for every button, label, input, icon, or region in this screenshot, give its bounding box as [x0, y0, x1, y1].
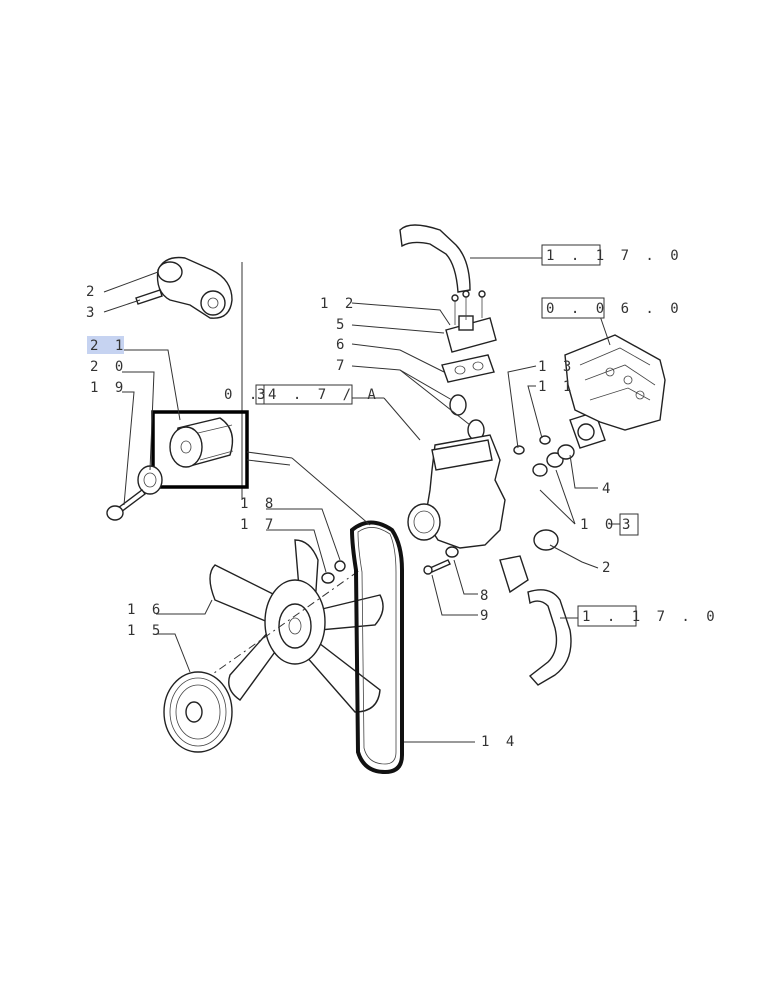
leader-ref-0347 [383, 397, 421, 441]
thermostat-7-part[interactable] [449, 394, 485, 441]
callout-12: 1 2 [320, 296, 357, 312]
callout-7: 7 [336, 358, 348, 374]
washer-17-part[interactable] [321, 572, 335, 584]
callout-16: 1 6 [127, 602, 164, 618]
leader-2b [549, 544, 599, 569]
leader-11 [527, 385, 543, 439]
leader-4 [569, 454, 598, 489]
flange-4-part[interactable] [569, 411, 606, 449]
bolt-part[interactable] [106, 489, 146, 521]
leader-8 [453, 559, 478, 595]
plug-13-part[interactable] [513, 445, 525, 455]
bolt-8-part[interactable] [445, 546, 459, 558]
gasket-6-part[interactable] [441, 354, 495, 383]
leader-18 [266, 508, 341, 561]
leader-10a [539, 489, 576, 525]
leader-12 [351, 302, 451, 326]
svg-text:3: 3 [257, 387, 269, 403]
callout-3: 3 [86, 305, 98, 321]
leader-15 [156, 633, 191, 673]
bolts-12-part[interactable] [451, 290, 486, 325]
selection-box [151, 410, 249, 489]
bolt-18-part[interactable] [334, 560, 346, 572]
svg-text:4 . 7 / A: 4 . 7 / A [268, 387, 380, 403]
fitting-11-part[interactable] [532, 435, 551, 477]
fan-part[interactable] [209, 539, 384, 713]
callout-15: 1 5 [127, 623, 164, 639]
leader-block [599, 315, 611, 346]
callout-21[interactable]: 2 1 [90, 338, 127, 354]
leader-20 [122, 371, 155, 471]
lower-hose-part[interactable] [527, 589, 572, 686]
leader-belt-a [246, 451, 293, 459]
o-ring-2-part[interactable] [533, 529, 559, 551]
leader-5 [351, 324, 445, 334]
callout-19: 1 9 [90, 380, 127, 396]
svg-text:3: 3 [622, 517, 634, 533]
callout-11: 1 1 [538, 379, 575, 395]
leader-9 [431, 574, 478, 616]
callout-2a: 2 [86, 284, 98, 300]
ref-0347a[interactable]: 0 . 3 3 4 . 7 / A [224, 384, 380, 405]
bolt-9-part[interactable] [423, 559, 451, 575]
leader-17 [266, 529, 327, 573]
leader-16 [156, 599, 213, 615]
water-pump-part[interactable] [407, 434, 529, 594]
ref-1170-top[interactable]: 1 . 1 7 . 0 [541, 244, 683, 266]
callout-6: 6 [336, 337, 348, 353]
leader-10b [555, 469, 576, 525]
leader-13 [507, 365, 537, 449]
leader-21 [124, 349, 181, 421]
drive-belt-part[interactable] [349, 520, 404, 775]
callout-13: 1 3 [538, 359, 575, 375]
belt-tensioner-part[interactable] [135, 256, 233, 319]
svg-text:1 . 1 7 . 0: 1 . 1 7 . 0 [546, 248, 683, 264]
callout-9: 9 [480, 608, 492, 624]
ref-0060[interactable]: 0 . 0 6 . 0 [541, 297, 683, 319]
callout-18: 1 8 [240, 496, 277, 512]
coupling-part[interactable] [163, 671, 233, 753]
callout-17: 1 7 [240, 517, 277, 533]
svg-text:0 . 0 6 . 0: 0 . 0 6 . 0 [546, 301, 683, 317]
highlight-21 [87, 336, 124, 354]
leader-belt-c [246, 459, 291, 466]
svg-text:1 . 1 7 . 0: 1 . 1 7 . 0 [582, 609, 719, 625]
callout-5: 5 [336, 317, 348, 333]
callout-10: 1 0 [580, 517, 617, 533]
callout-2b: 2 [602, 560, 614, 576]
callout-14: 1 4 [481, 734, 518, 750]
leader-6 [351, 343, 445, 373]
ref-3-box[interactable]: 3 [619, 513, 639, 536]
leader-3 [103, 299, 141, 313]
callout-20: 2 0 [90, 359, 127, 375]
leader-19 [122, 391, 135, 506]
leader-2a [103, 271, 159, 293]
callout-4: 4 [602, 481, 614, 497]
callout-8: 8 [480, 588, 492, 604]
upper-hose-part[interactable] [399, 224, 471, 293]
engine-block-part[interactable] [564, 334, 666, 431]
thermostat-cover-part[interactable] [445, 315, 497, 353]
leader-7b [399, 369, 471, 426]
ref-1170-bottom[interactable]: 1 . 1 7 . 0 [577, 605, 719, 627]
idler-pulley-part[interactable] [169, 417, 234, 468]
washer-part[interactable] [137, 465, 163, 495]
leader-belt-b [291, 457, 371, 526]
